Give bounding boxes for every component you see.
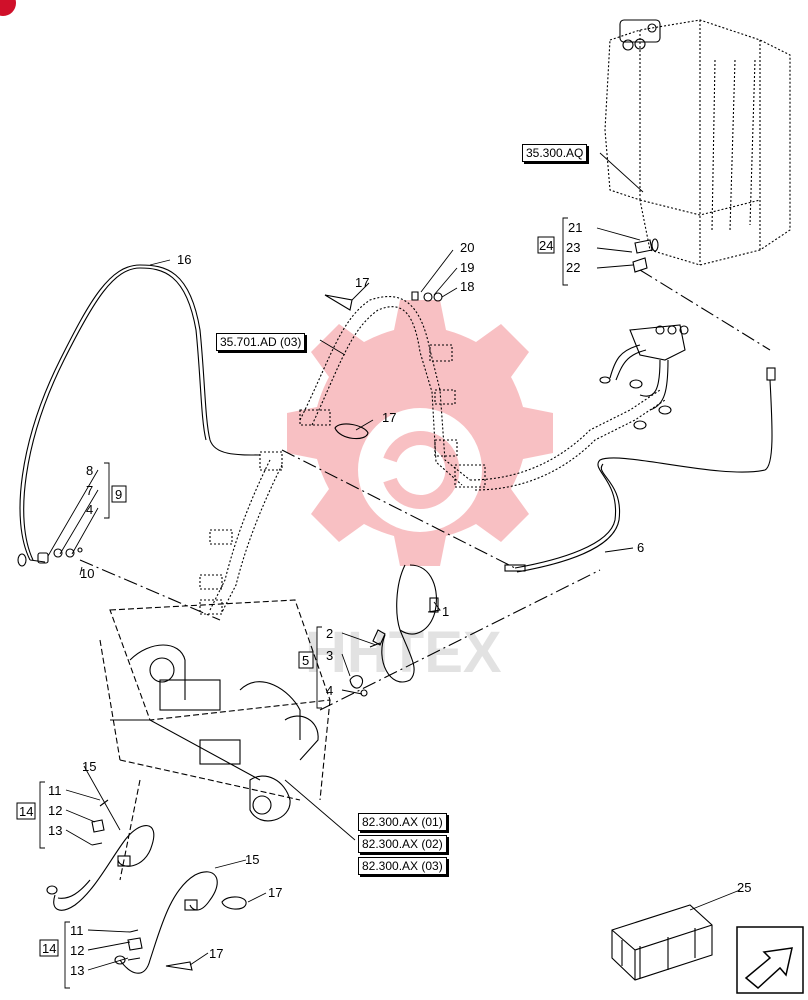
callout-20: 20	[460, 240, 474, 255]
loader-arms	[110, 644, 319, 822]
auxiliary-valve	[599, 324, 689, 430]
callout-11-lower: 11	[70, 923, 84, 938]
ref-35-701-ad-03[interactable]: 35.701.AD (03)	[216, 333, 306, 351]
hydraulic-tank	[604, 19, 791, 266]
callout-13-upper: 13	[48, 823, 62, 838]
callout-12-upper: 12	[48, 803, 62, 818]
leader-lines	[39, 152, 741, 989]
loader-frame	[99, 599, 331, 881]
callout-14-upper: 14	[19, 804, 33, 819]
callout-numbers: 16 20 19 18 17 17 21 23 22 6 1 2 3 4 8 7…	[48, 220, 751, 978]
tank-fitting	[632, 238, 659, 273]
boom-hoses	[199, 296, 666, 615]
callout-7: 7	[86, 483, 93, 498]
callout-23: 23	[566, 240, 580, 255]
callout-5: 5	[302, 653, 309, 668]
hose-15-upper	[46, 825, 155, 911]
callout-9: 9	[115, 487, 122, 502]
crate-icon	[611, 904, 713, 981]
callout-15-upper: 15	[82, 759, 96, 774]
ref-35-300-aq[interactable]: 35.300.AQ	[522, 144, 588, 162]
parts-group-14	[91, 799, 143, 961]
boxed-callouts: 24 5 9 14 14	[16, 236, 555, 957]
callout-24: 24	[539, 238, 553, 253]
callout-21: 21	[568, 220, 582, 235]
ref-82-300-ax-02[interactable]: 82.300.AX (02)	[358, 835, 447, 853]
corner-badge	[0, 0, 16, 16]
hose-15-lower	[114, 871, 218, 974]
callout-19: 19	[460, 260, 474, 275]
callout-14-lower: 14	[42, 941, 56, 956]
callout-17-bottom: 17	[209, 946, 223, 961]
callout-25: 25	[737, 880, 751, 895]
callout-6: 6	[637, 540, 644, 555]
ref-82-300-ax-03[interactable]: 82.300.AX (03)	[358, 857, 447, 875]
callout-2: 2	[326, 626, 333, 641]
callout-1: 1	[442, 604, 449, 619]
callout-16: 16	[177, 252, 191, 267]
tie-straps	[165, 294, 369, 971]
callout-12-lower: 12	[70, 943, 84, 958]
callout-17-top: 17	[355, 275, 369, 290]
parts-group-9	[37, 547, 83, 564]
callout-4-right: 4	[326, 683, 333, 698]
hose-16	[17, 264, 261, 567]
tank-valve-block	[619, 19, 661, 51]
callout-17-mid: 17	[382, 410, 396, 425]
callout-3: 3	[326, 648, 333, 663]
callout-13-lower: 13	[70, 963, 84, 978]
callout-18: 18	[460, 279, 474, 294]
callout-11-upper: 11	[48, 783, 62, 798]
watermark-text: HHTEX	[305, 620, 502, 685]
callout-4-left: 4	[86, 502, 93, 517]
callout-17-right: 17	[268, 885, 282, 900]
nav-arrow-icon[interactable]	[736, 926, 804, 994]
callout-10: 10	[80, 566, 94, 581]
callout-22: 22	[566, 260, 580, 275]
hose-6	[504, 367, 776, 573]
watermark: HHTEX	[287, 300, 553, 685]
callout-15-lower: 15	[245, 852, 259, 867]
parts-group-20	[411, 291, 443, 302]
line-art	[17, 19, 791, 989]
ref-82-300-ax-01[interactable]: 82.300.AX (01)	[358, 813, 447, 831]
centerlines	[79, 269, 771, 711]
callout-8: 8	[86, 463, 93, 478]
